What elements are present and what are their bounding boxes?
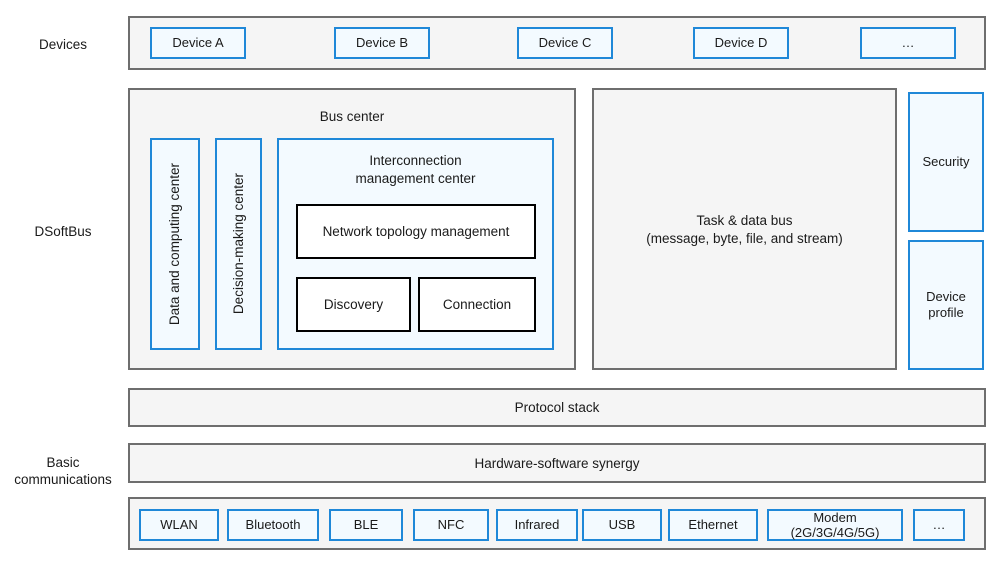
device-chip-d[interactable]: Device D: [693, 27, 789, 59]
device-profile-box[interactable]: Device profile: [908, 240, 984, 370]
interconnection-management-center-title: Interconnection management center: [355, 153, 476, 186]
transport-chip-nfc[interactable]: NFC: [413, 509, 489, 541]
transport-chip-usb[interactable]: USB: [582, 509, 662, 541]
transport-chip-infrared[interactable]: Infrared: [496, 509, 578, 541]
network-topology-management-box[interactable]: Network topology management: [296, 204, 536, 259]
transport-chip-wlan[interactable]: WLAN: [139, 509, 219, 541]
hardware-software-synergy-label: Hardware-software synergy: [474, 456, 640, 471]
row-label-devices: Devices: [38, 37, 87, 52]
data-and-computing-center-label: Data and computing center: [167, 162, 182, 326]
device-chip-b[interactable]: Device B: [334, 27, 430, 59]
protocol-stack-container: [128, 388, 986, 427]
data-and-computing-center-box[interactable]: Data and computing center: [150, 138, 200, 350]
row-label-basic-communications: Basic communications: [14, 455, 112, 487]
transport-chip-bluetooth[interactable]: Bluetooth: [227, 509, 319, 541]
device-chip-c[interactable]: Device C: [517, 27, 613, 59]
decision-making-center-box[interactable]: Decision-making center: [215, 138, 262, 350]
hardware-software-synergy-container: [128, 443, 986, 483]
transport-chip-ethernet[interactable]: Ethernet: [668, 509, 758, 541]
connection-box[interactable]: Connection: [418, 277, 536, 332]
transport-chip-more[interactable]: …: [913, 509, 965, 541]
discovery-box[interactable]: Discovery: [296, 277, 411, 332]
decision-making-center-label: Decision-making center: [230, 173, 246, 315]
device-chip-more[interactable]: …: [860, 27, 956, 59]
task-and-data-bus-container: [592, 88, 897, 370]
transport-chip-ble[interactable]: BLE: [329, 509, 403, 541]
security-box[interactable]: Security: [908, 92, 984, 232]
devices-row-container: [128, 16, 986, 70]
task-and-data-bus-label: Task & data bus (message, byte, file, an…: [646, 213, 843, 246]
bus-center-title: Bus center: [319, 109, 385, 124]
row-label-dsoftbus: DSoftBus: [34, 224, 92, 239]
protocol-stack-label: Protocol stack: [514, 400, 600, 415]
transport-chip-modem[interactable]: Modem (2G/3G/4G/5G): [767, 509, 903, 541]
device-chip-a[interactable]: Device A: [150, 27, 246, 59]
